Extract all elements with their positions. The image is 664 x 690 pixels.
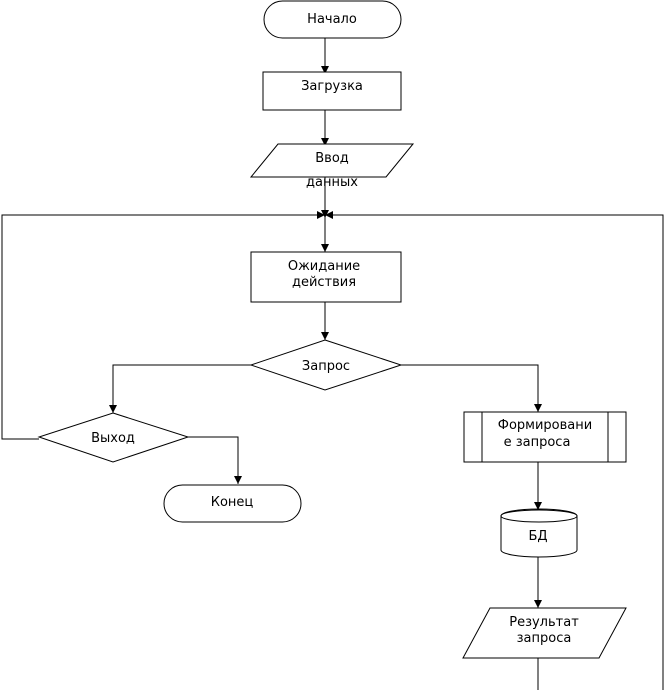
- exit-decision-node: Выход: [37, 412, 190, 463]
- connector-exit-loop: [1, 214, 325, 440]
- wait-label-line2: действия: [292, 275, 356, 290]
- input-label-line1: Ввод: [315, 151, 349, 166]
- arrowhead: [109, 405, 117, 413]
- input-node: Ввод данных: [249, 143, 415, 190]
- arrowhead: [317, 211, 325, 219]
- start-label: Начало: [307, 12, 357, 27]
- connector-result-loop: [325, 214, 664, 690]
- connector-query-form: [400, 364, 539, 412]
- end-node: Конец: [163, 484, 302, 523]
- arrowhead: [321, 138, 329, 146]
- connector-query-exit: [112, 364, 251, 413]
- wait-label-line1: Ожидание: [288, 259, 360, 274]
- load-label: Загрузка: [301, 79, 363, 94]
- arrowhead: [234, 476, 242, 484]
- database-label: БД: [528, 529, 547, 544]
- connector-exit-end: [188, 436, 239, 484]
- arrowhead: [321, 210, 329, 218]
- wait-node: Ожидание действия: [250, 251, 402, 303]
- arrowhead: [534, 502, 542, 510]
- exit-decision-label: Выход: [91, 431, 135, 446]
- result-node: Результат запроса: [462, 607, 627, 659]
- result-label-line1: Результат: [509, 615, 579, 630]
- form-query-label-line1: Формировани: [498, 418, 592, 433]
- result-label-line2: запроса: [517, 631, 572, 646]
- form-query-label-line2: е запроса: [504, 435, 571, 450]
- arrowhead: [534, 404, 542, 412]
- arrowhead: [321, 332, 329, 340]
- query-decision-label: Запрос: [302, 359, 350, 374]
- start-node: Начало: [263, 0, 402, 39]
- arrowhead: [534, 600, 542, 608]
- arrowhead: [325, 211, 333, 219]
- form-query-node: Формировани е запроса: [463, 411, 627, 463]
- end-label: Конец: [211, 495, 254, 510]
- database-node: БД: [500, 508, 578, 558]
- input-label-line2: данных: [306, 175, 358, 190]
- load-node: Загрузка: [262, 71, 402, 111]
- arrowhead: [321, 66, 329, 74]
- connectors: [1, 38, 664, 690]
- arrowhead: [321, 244, 329, 252]
- query-decision-node: Запрос: [249, 339, 403, 391]
